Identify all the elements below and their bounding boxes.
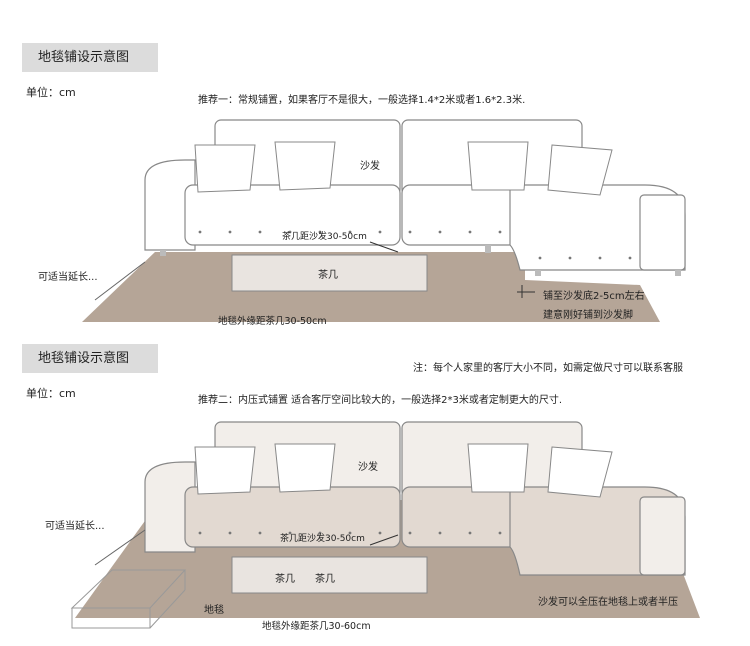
sofa-label: 沙发 bbox=[360, 161, 380, 172]
table-label: 茶几 茶几 bbox=[275, 574, 335, 585]
cushion-1 bbox=[194, 446, 256, 495]
note-text: 注：每个人家里的客厅大小不同，如需定做尺寸可以联系客服 bbox=[413, 363, 683, 374]
table-label: 茶几 bbox=[318, 270, 338, 281]
rug-label: 地毯 bbox=[204, 605, 224, 616]
extend-label: 可适当延长... bbox=[45, 521, 105, 532]
section-2: 地毯铺设示意图 单位：cm 注：每个人家里的客厅大小不同，如需定做尺寸可以联系客… bbox=[0, 330, 750, 646]
extend-label: 可适当延长... bbox=[38, 272, 98, 283]
cushion-3 bbox=[467, 443, 529, 493]
cushion-3 bbox=[467, 141, 529, 191]
coffee-table bbox=[231, 556, 428, 594]
cushion-2 bbox=[274, 443, 336, 493]
section-title: 地毯铺设示意图 bbox=[22, 344, 158, 373]
section-title: 地毯铺设示意图 bbox=[22, 43, 158, 72]
press-label: 沙发可以全压在地毯上或者半压 bbox=[538, 597, 678, 608]
distance-rug-label: 地毯外缘距茶几30-60cm bbox=[262, 621, 371, 632]
sofa-label: 沙发 bbox=[358, 462, 378, 473]
coffee-table bbox=[231, 254, 428, 292]
section-1: 地毯铺设示意图 单位：cm 推荐一：常规铺置，如果客厅不是很大，一般选择1.4*… bbox=[22, 43, 686, 327]
distance-sofa-label: 茶几距沙发30-50cm bbox=[282, 232, 367, 242]
sofa-seat-mid bbox=[401, 486, 518, 548]
cushion-4 bbox=[547, 446, 613, 498]
recommend-text: 推荐一：常规铺置，如果客厅不是很大，一般选择1.4*2米或者1.6*2.3米. bbox=[198, 95, 526, 106]
unit-label: 单位：cm bbox=[26, 86, 76, 99]
cushion-4 bbox=[547, 144, 613, 196]
sofa-seat-mid bbox=[401, 184, 518, 246]
recommend-text: 推荐二：内压式铺置 适合客厅空间比较大的，一般选择2*3米或者定制更大的尺寸. bbox=[198, 395, 563, 406]
unit-label: 单位：cm bbox=[26, 387, 76, 400]
cushion-1 bbox=[194, 144, 256, 193]
layout-diagram-1 bbox=[82, 119, 686, 322]
distance-rug-label: 地毯外缘距茶几30-50cm bbox=[218, 316, 327, 327]
sofa-right-arm bbox=[639, 194, 686, 271]
distance-sofa-label: 茶几距沙发30-50cm bbox=[280, 534, 365, 544]
cushion-2 bbox=[274, 141, 336, 191]
under-sofa-hint: 建意刚好铺到沙发脚 bbox=[543, 310, 633, 321]
under-sofa-label: 铺至沙发底2-5cm左右 bbox=[543, 291, 645, 302]
sofa-right-arm bbox=[639, 496, 686, 576]
layout-diagram-2 bbox=[70, 421, 700, 629]
